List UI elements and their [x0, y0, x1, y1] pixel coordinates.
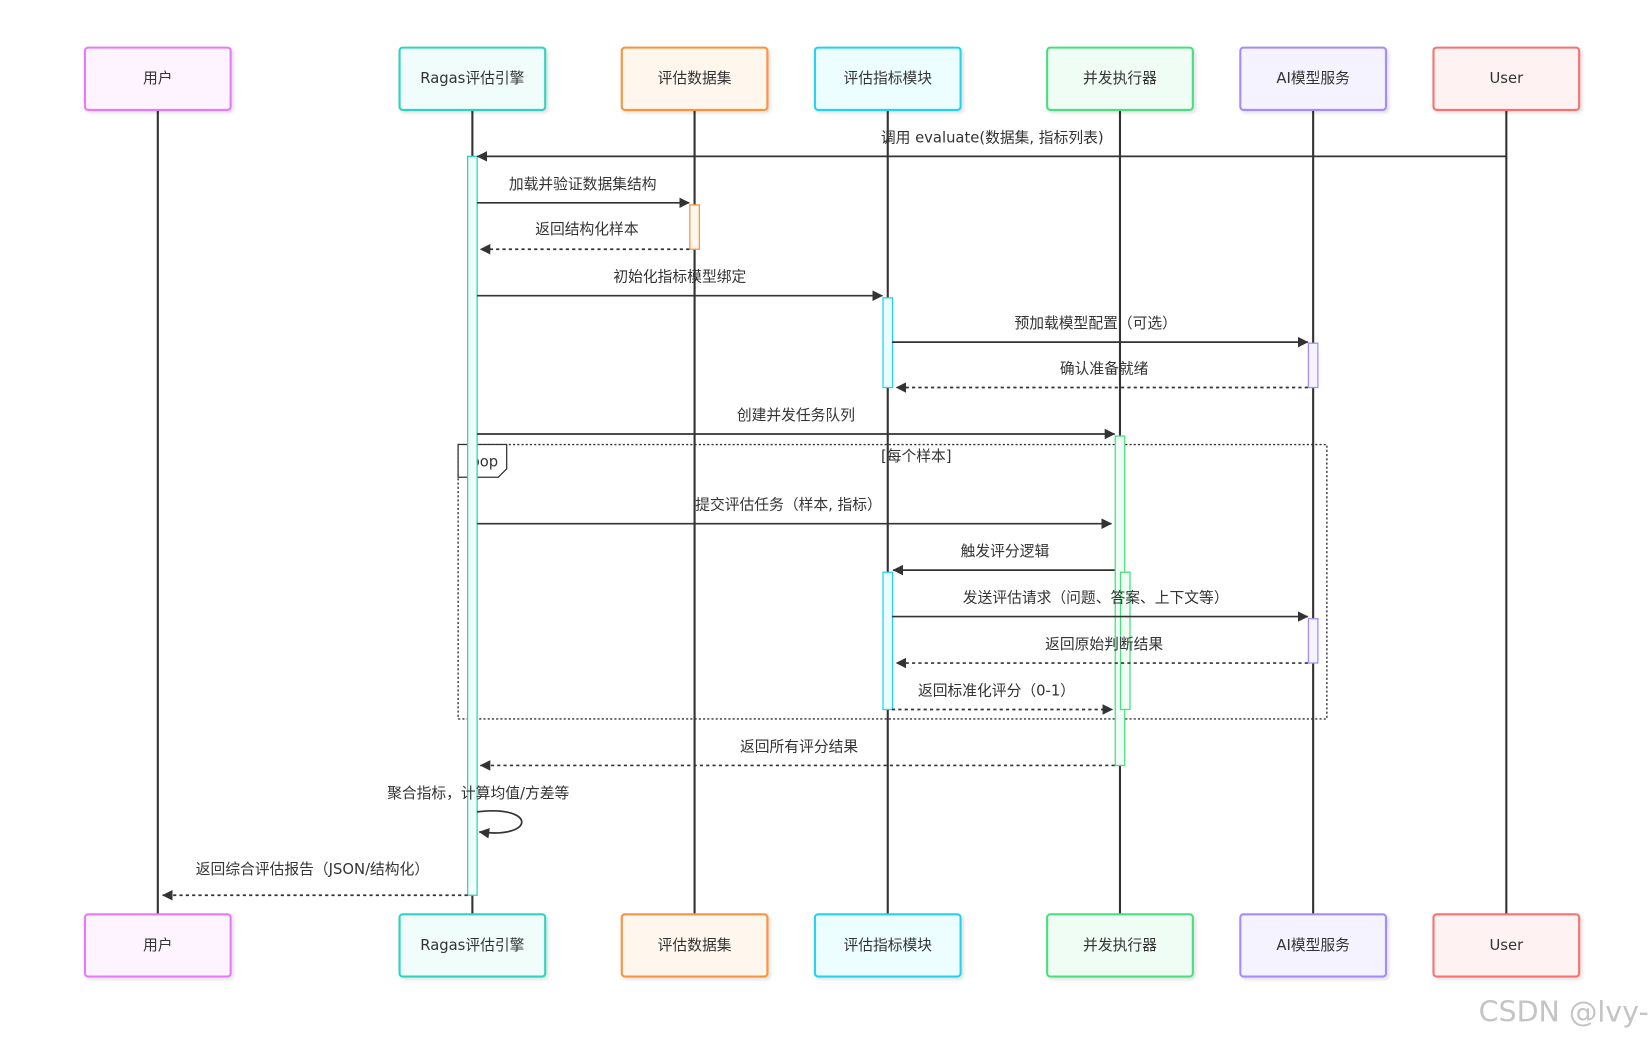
activation-bar-metrics-module [882, 571, 894, 711]
message-label-15: 返回综合评估报告（JSON/结构化） [196, 861, 429, 878]
participant-box [398, 46, 547, 111]
participant-metrics-module-bottom: 评估指标模块 [813, 913, 962, 978]
participant-box [1239, 46, 1388, 111]
participant-user-cn-bottom: 用户 [83, 913, 232, 978]
participant-label: 评估指标模块 [843, 70, 932, 87]
participant-eval-dataset-bottom: 评估数据集 [620, 913, 769, 978]
message-label-3: 返回结构化样本 [535, 221, 639, 238]
participant-label: 评估数据集 [658, 937, 732, 954]
activation-bar-ragas-engine [466, 155, 478, 896]
message-label-14: 聚合指标，计算均值/方差等 [387, 784, 569, 802]
participant-label: Ragas评估引擎 [420, 70, 524, 87]
participant-user-cn-top: 用户 [83, 46, 232, 111]
message-arrow-14-self [477, 810, 523, 839]
participant-label: 评估指标模块 [843, 937, 932, 954]
participant-box [1046, 913, 1194, 978]
activation-bar-ai-model-service [1307, 342, 1319, 389]
participant-ai-model-service-bottom: AI模型服务 [1239, 913, 1388, 978]
message-label-7: 创建并发任务队列 [737, 407, 855, 424]
activation-bar-ai-model-service [1307, 618, 1319, 664]
message-label-5: 预加载模型配置（可选） [1014, 315, 1176, 332]
participant-box [1432, 913, 1581, 978]
participant-user-top: User [1432, 46, 1581, 111]
participant-box [83, 46, 232, 111]
participant-concurrent-executor-top: 并发执行器 [1046, 46, 1194, 111]
participant-user-bottom: User [1432, 913, 1581, 978]
participant-label: User [1490, 937, 1525, 954]
participants-bottom: 用户 Ragas评估引擎 评估数据集 评估指标模块 并发执行器 AI模型服务 U… [83, 913, 1581, 978]
message-label-1: 调用 evaluate(数据集, 指标列表) [881, 129, 1104, 146]
watermark: CSDN @lvy- [1479, 995, 1649, 1028]
activation-bar-metrics-module [882, 297, 894, 389]
participant-box [83, 913, 232, 978]
participant-label: AI模型服务 [1276, 70, 1350, 87]
participant-box [620, 913, 769, 978]
participants-top: 用户 Ragas评估引擎 评估数据集 评估指标模块 并发执行器 AI模型服务 U… [83, 46, 1581, 111]
participant-label: 用户 [143, 70, 173, 87]
participant-box [620, 46, 769, 111]
participant-box [398, 913, 547, 978]
participant-concurrent-executor-bottom: 并发执行器 [1046, 913, 1194, 978]
participant-label: User [1490, 70, 1525, 87]
participant-box [1432, 46, 1581, 111]
loop-condition: [每个样本] [881, 448, 952, 465]
activations [466, 155, 1319, 896]
message-label-8: 提交评估任务（样本, 指标） [695, 496, 882, 514]
participant-label: AI模型服务 [1276, 937, 1350, 954]
message-label-12: 返回标准化评分（0-1） [918, 683, 1075, 700]
participant-eval-dataset-top: 评估数据集 [620, 46, 769, 111]
message-label-11: 返回原始判断结果 [1045, 636, 1163, 653]
participant-label: Ragas评估引擎 [420, 937, 524, 954]
message-label-2: 加载并验证数据集结构 [509, 176, 657, 193]
participant-ai-model-service-top: AI模型服务 [1239, 46, 1388, 111]
message-label-4: 初始化指标模型绑定 [613, 269, 746, 286]
participant-box [813, 913, 962, 978]
activation-bar-eval-dataset [689, 204, 700, 250]
participant-label: 并发执行器 [1083, 937, 1157, 954]
participant-box [1239, 913, 1388, 978]
participant-ragas-engine-top: Ragas评估引擎 [398, 46, 547, 111]
messages: 调用 evaluate(数据集, 指标列表) 加载并验证数据集结构 返回结构化样… [162, 129, 1507, 901]
participant-box [813, 46, 962, 111]
participant-label: 用户 [143, 937, 173, 954]
message-label-13: 返回所有评分结果 [740, 738, 858, 755]
participant-box [1046, 46, 1194, 111]
message-label-6: 确认准备就绪 [1060, 361, 1149, 378]
loop-box [457, 443, 1328, 720]
activation-bar-concurrent-executor-nested [1119, 571, 1131, 711]
message-label-9: 触发评分逻辑 [961, 543, 1050, 560]
participant-metrics-module-top: 评估指标模块 [813, 46, 962, 111]
participant-ragas-engine-bottom: Ragas评估引擎 [398, 913, 547, 978]
participant-label: 并发执行器 [1083, 70, 1157, 87]
participant-label: 评估数据集 [658, 70, 732, 87]
message-label-10: 发送评估请求（问题、答案、上下文等） [963, 589, 1229, 607]
